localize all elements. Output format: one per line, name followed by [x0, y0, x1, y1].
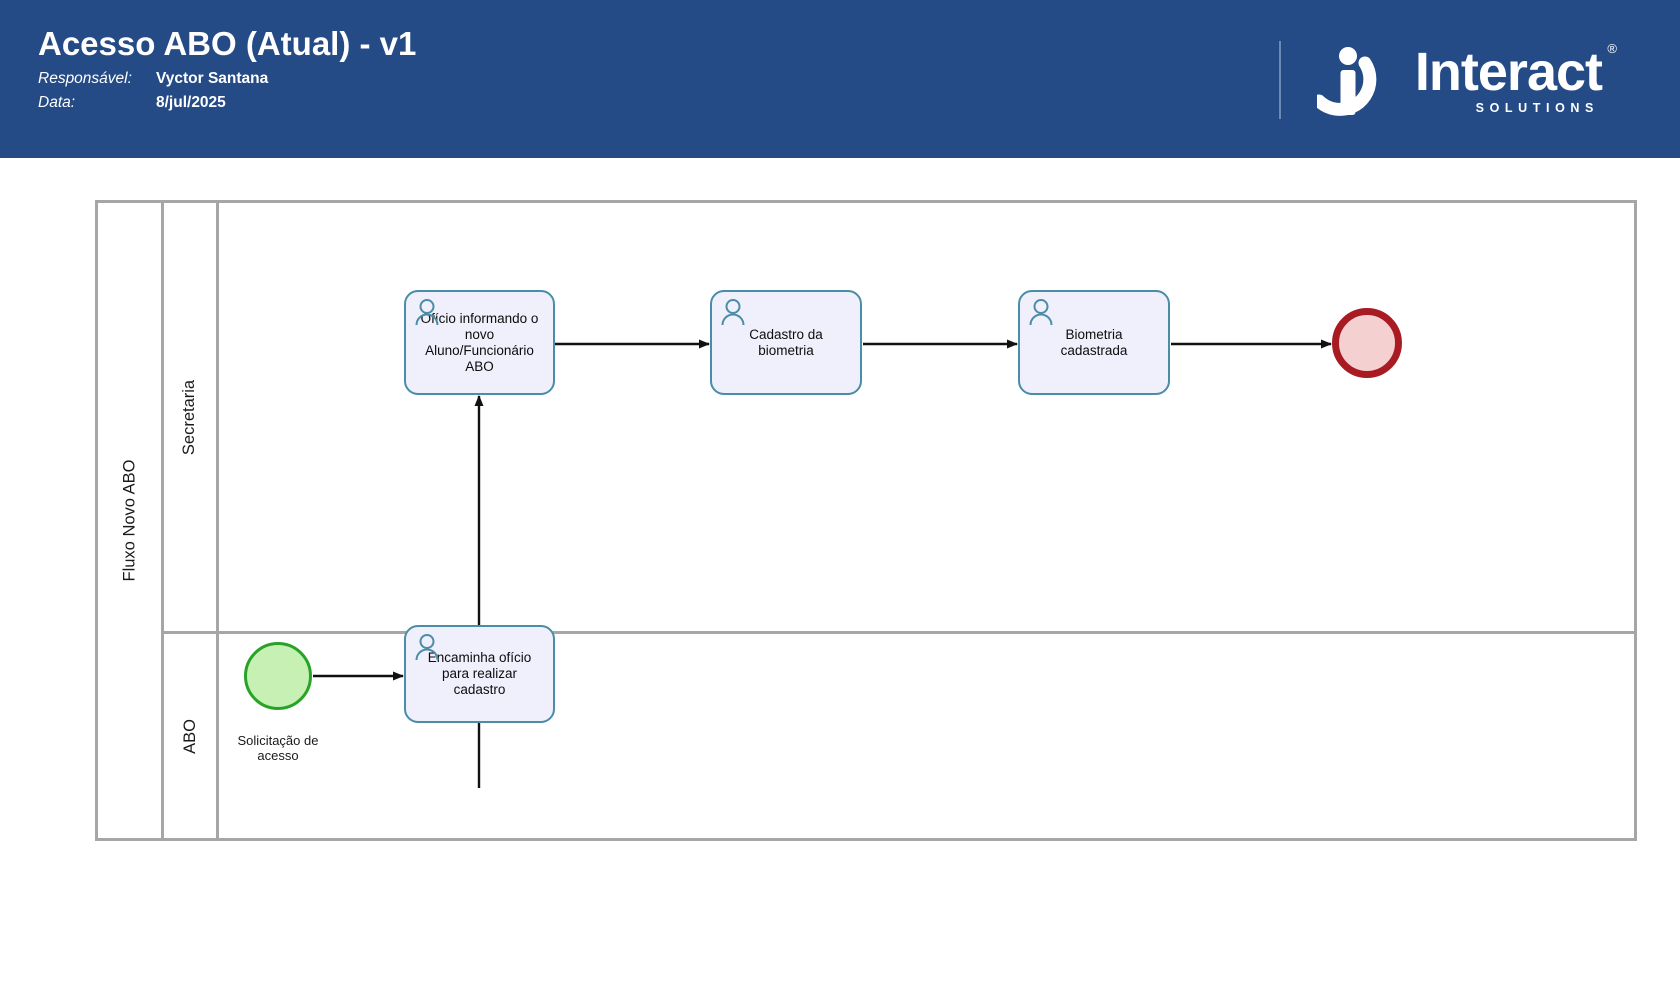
lane-secretaria-label-cell: Secretaria: [164, 203, 219, 631]
header-title-block: Acesso ABO (Atual) - v1 Responsável: Vyc…: [38, 24, 416, 112]
pool-fluxo-novo-abo: Fluxo Novo ABO Secretaria ABO: [95, 200, 1637, 841]
user-task-icon: [720, 298, 746, 326]
responsible-row: Responsável: Vyctor Santana: [38, 70, 416, 88]
page-title: Acesso ABO (Atual) - v1: [38, 25, 417, 62]
lane-abo: ABO: [164, 634, 1634, 838]
start-event-caption: Solicitação de acesso: [237, 733, 319, 763]
date-row: Data: 8/jul/2025: [38, 94, 416, 112]
task-cadastro-biometria-label: Cadastro da biometria: [749, 326, 823, 358]
logo-subtitle: SOLUTIONS: [1475, 101, 1599, 115]
task-cadastro-biometria[interactable]: Cadastro da biometria: [710, 290, 862, 395]
registered-trademark-icon: ®: [1607, 41, 1617, 56]
diagram-canvas: Fluxo Novo ABO Secretaria ABO: [0, 158, 1680, 982]
interact-i-mark-icon: [1312, 43, 1401, 117]
user-task-icon: [1028, 298, 1054, 326]
brand-logo: Interact ® SOLUTIONS: [1278, 30, 1617, 130]
date-value: 8/jul/2025: [156, 94, 226, 111]
lane-container: Secretaria ABO: [164, 203, 1634, 838]
task-biometria-cadastrada[interactable]: Biometria cadastrada: [1018, 290, 1170, 395]
logo-wordmark: Interact: [1414, 42, 1603, 102]
user-task-icon: [414, 298, 440, 326]
logo-divider: [1278, 41, 1281, 119]
task-encaminha-oficio-label: Encaminha ofício para realizar cadastro: [427, 650, 532, 697]
pool-label-cell: Fluxo Novo ABO: [98, 203, 164, 838]
end-event[interactable]: [1332, 308, 1402, 378]
pool-label: Fluxo Novo ABO: [120, 459, 139, 582]
start-event[interactable]: [244, 642, 312, 710]
task-biometria-cadastrada-label: Biometria cadastrada: [1060, 326, 1128, 358]
lane-secretaria-label: Secretaria: [180, 379, 199, 455]
responsible-label: Responsável:: [38, 70, 132, 87]
task-encaminha-oficio[interactable]: Encaminha ofício para realizar cadastro: [404, 625, 555, 723]
logo-text: Interact ® SOLUTIONS: [1414, 41, 1617, 115]
responsible-value: Vyctor Santana: [156, 70, 269, 87]
lane-secretaria: Secretaria: [164, 203, 1634, 634]
lane-secretaria-body: [219, 203, 1634, 631]
page-header: Acesso ABO (Atual) - v1 Responsável: Vyc…: [0, 0, 1680, 158]
task-oficio-informando[interactable]: Ofício informando o novo Aluno/Funcionár…: [404, 290, 555, 395]
date-label: Data:: [38, 94, 76, 111]
user-task-icon: [414, 633, 440, 661]
lane-abo-label-cell: ABO: [164, 634, 219, 838]
